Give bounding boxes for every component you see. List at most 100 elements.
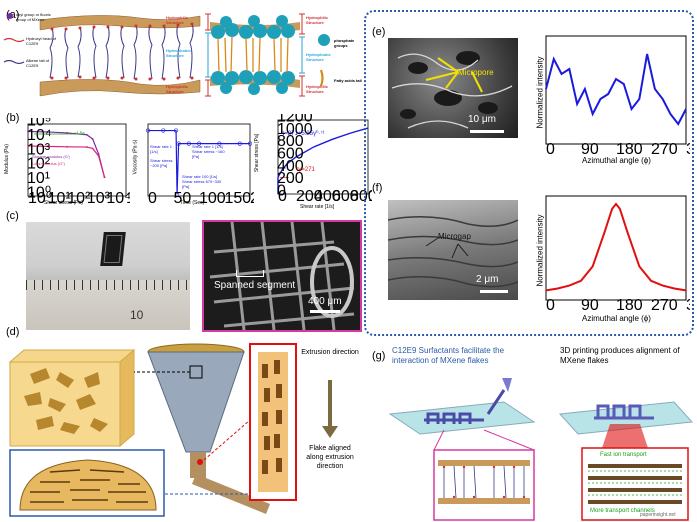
aligned-zoom-content — [588, 464, 682, 504]
undefined-4: 800 — [350, 188, 372, 205]
panel-label-b: (b) — [6, 112, 20, 124]
undefined-2: 10³ — [27, 141, 51, 158]
surfactant-chains — [49, 22, 194, 81]
chart2-point-6 — [196, 141, 202, 146]
undefined-2: 100 — [199, 190, 226, 207]
chart2-point-0 — [145, 128, 151, 133]
panels-ef-border — [364, 10, 694, 336]
hydrophobic-bracket — [205, 32, 211, 78]
chart-f-ylabel: Normalized intensity — [535, 214, 545, 287]
right-hydrophobic-label: Hydrophobic Structure — [306, 52, 331, 62]
flake-aligned-label: Flake aligned along extrusion direction — [306, 445, 354, 470]
zoom-line-g1 — [433, 429, 445, 451]
undefined-3: 10³ — [87, 190, 111, 207]
scale-label-e: 10 μm — [468, 114, 496, 125]
span-bracket — [236, 270, 264, 277]
undefined-5: 200 — [277, 170, 304, 187]
left-hydrophobic-label: Hydrophobic Structure — [166, 48, 191, 58]
chart-e-ylabel: Normalized intensity — [535, 56, 545, 129]
undefined-5: 10⁵ — [126, 190, 130, 207]
chart1-point-0-0 — [27, 130, 29, 133]
aligned-zoom-box — [581, 447, 689, 521]
chart-shear: 02004006008001000120010008006004002000 — [277, 114, 372, 205]
undefined-1: 90 — [581, 297, 599, 314]
undefined-6: 0 — [277, 183, 286, 200]
chart3-ylabel: Shear stress [Pa] — [254, 133, 261, 173]
chart-e-series-0 — [545, 53, 687, 126]
ruler-number: 10 — [130, 308, 144, 322]
undefined-2: 10² — [67, 190, 91, 207]
undefined-5: 10⁰ — [27, 185, 51, 202]
undefined-3: 600 — [277, 146, 304, 163]
ruler-ticks — [26, 280, 190, 290]
panel-a-illustration — [3, 13, 330, 97]
right-hydrophilic-label-top: Hydrophilic Structure — [306, 15, 329, 25]
panel-label-f: (f) — [372, 182, 383, 194]
micropore-label: Micropore — [458, 68, 494, 77]
undefined-2: 180 — [616, 141, 643, 158]
chart1-xlabel: Shear stress (Pa) — [44, 200, 83, 206]
dome-aligned-flakes — [30, 469, 148, 503]
chart1-legend-storage: Storage modulus (G') — [32, 154, 70, 159]
chart2-point-5 — [186, 141, 191, 146]
chart1-point-1-6 — [103, 176, 106, 179]
left-hydrophilic-label-bottom: Hydrophilic Structure — [166, 84, 189, 94]
chart2-point-2 — [173, 128, 179, 133]
chart2-point-3 — [174, 192, 180, 197]
chart2-annotation-3: Shear rate 1 [1/s] Shear stress ~160 [Pa… — [192, 144, 225, 159]
printer-nozzle — [486, 389, 506, 415]
printed-pattern-right — [594, 404, 654, 420]
block-top-face — [8, 349, 136, 363]
undefined-3: 10² — [27, 156, 51, 173]
phosphate-label: phosphate groups — [334, 38, 355, 48]
alignment-cone — [602, 424, 648, 448]
undefined-0: 10⁰ — [28, 190, 52, 207]
zoom-line-red — [203, 419, 251, 461]
undefined-3: 270 — [651, 297, 678, 314]
chart2-annotation-2: Shear stress ~200 [Pa] — [150, 158, 173, 168]
undefined-3: 600 — [332, 188, 359, 205]
chart3-series-0 — [277, 127, 369, 178]
watermark-text: paperinsight.net — [640, 512, 676, 518]
undefined-4: 360 — [686, 141, 690, 158]
ruler-photo: 10 — [26, 222, 190, 330]
microgap-texture — [388, 216, 518, 288]
panel-label-e: (e) — [372, 26, 386, 38]
mxene-layer-bottom — [39, 79, 201, 97]
chart1-point-1-5 — [97, 155, 100, 157]
zoom-line-g2 — [483, 429, 535, 451]
chart-f-frame — [545, 195, 687, 301]
printed-lattice-cube — [100, 232, 126, 266]
sem-lattice-photo: Spanned segment 400 μm — [202, 220, 362, 332]
chart-modulus: 10⁰10¹10²10³10⁴10⁵10⁵10⁴10³10²10¹10⁰ — [27, 118, 130, 207]
undefined-1: 90 — [581, 141, 599, 158]
undefined-0: 0 — [546, 297, 555, 314]
chart1-point-1-0 — [27, 145, 29, 147]
spanned-segment-label: Spanned segment — [214, 280, 296, 291]
undefined-4: 10⁴ — [106, 190, 130, 207]
undefined-5: 1000 — [368, 188, 372, 205]
chart1-frame — [27, 123, 127, 197]
undefined-2: 180 — [616, 297, 643, 314]
legend-oxyl-icon — [7, 13, 13, 19]
block-side-face — [119, 348, 135, 448]
zoom-point-red — [197, 459, 203, 465]
undefined-3: 150 — [225, 190, 252, 207]
molecular-zoom-content — [438, 460, 530, 504]
panel-label-g: (g) — [372, 350, 386, 362]
fast-ion-label: Fast ion transport — [600, 452, 647, 458]
chart2-frame — [147, 123, 251, 197]
scale-bar-e — [470, 130, 504, 133]
left-hydrophilic-label-top: Hydrophilic Structure — [166, 15, 189, 25]
undefined-3: 270 — [651, 141, 678, 158]
panel-g-right-title: 3D printing produces alignment of MXene … — [560, 346, 680, 365]
legend-hydroxyl-label: Hydroxyl head of C12E9 — [26, 36, 57, 46]
legend-fatty-tail-icon — [319, 69, 324, 87]
chart2-series-0 — [148, 129, 250, 195]
mxene-layer-top — [39, 15, 201, 31]
undefined-2: 800 — [277, 133, 304, 150]
undefined-0: 1200 — [277, 114, 313, 126]
scale-bar-c — [310, 310, 340, 313]
undefined-0: 0 — [278, 188, 287, 205]
chart2-point-8 — [237, 141, 242, 146]
